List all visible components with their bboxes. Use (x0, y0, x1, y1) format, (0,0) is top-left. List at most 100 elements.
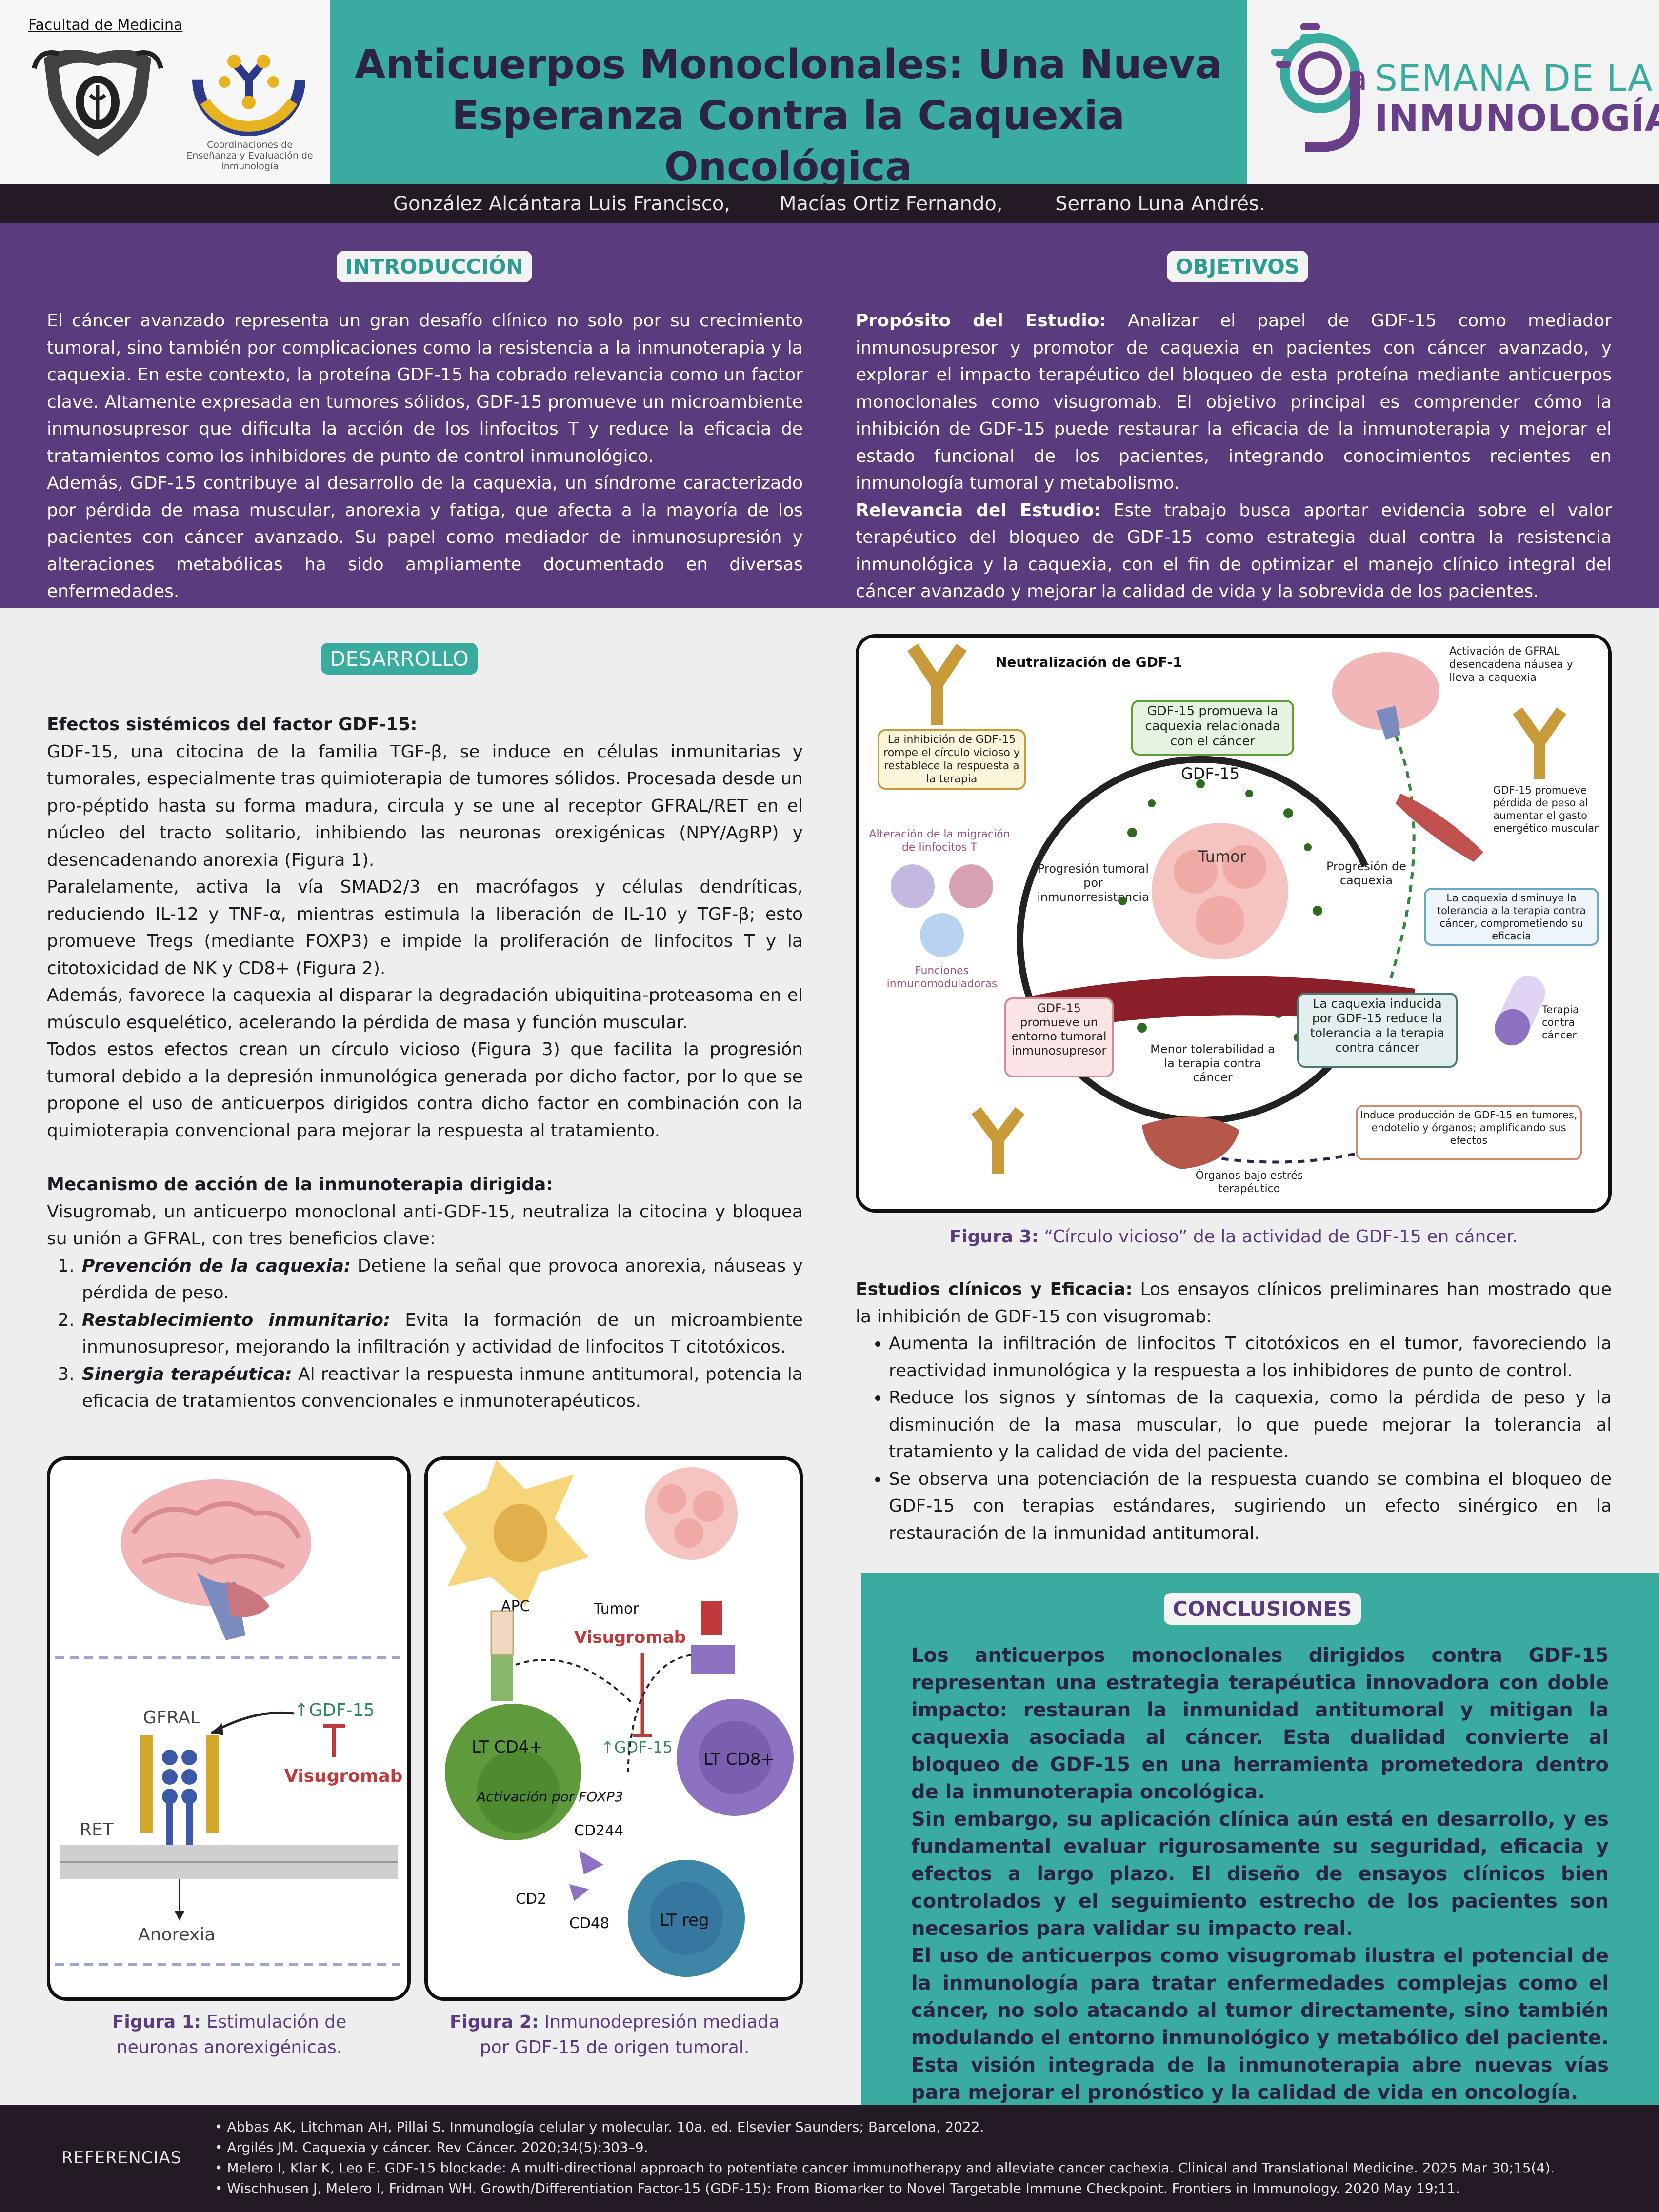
development-text: Efectos sistémicos del factor GDF-15: GD… (47, 711, 803, 1415)
logo-area: Facultad de Medicina Coordinaciones de E… (0, 0, 330, 184)
foxp3-label: Activación por FOXP3 (476, 1789, 623, 1805)
tumor-label: Tumor (593, 1600, 639, 1617)
figure-3-illustration: Neutralización de GDF-1 La inhibición de… (869, 643, 1599, 1195)
authors-bar: González Alcántara Luis Francisco, Macía… (0, 184, 1659, 223)
coordination-caption: Coordinaciones de Enseñanza y Evaluación… (186, 139, 313, 172)
treg-label: LT reg (660, 1911, 709, 1930)
objectives-label-2: Relevancia del Estudio: (856, 500, 1101, 520)
figure-2-caption: Figura 2: Inmunodepresión mediada por GD… (449, 2012, 780, 2057)
objectives-paragraph-2: Este trabajo busca aportar evidencia sob… (856, 500, 1612, 602)
tumor-icon (1152, 823, 1288, 959)
reference-item: Argilés JM. Caquexia y cáncer. Rev Cánce… (215, 2137, 1629, 2158)
clinical-finding-item: Aumenta la infiltración de linfocitos T … (889, 1330, 1612, 1384)
tumor-progression-note: Progresión tumoral por inmunorresistenci… (1037, 862, 1149, 904)
figure-3: Neutralización de GDF-1 La inhibición de… (856, 634, 1612, 1213)
development-paragraph-3: Además, favorece la caquexia al disparar… (47, 985, 803, 1033)
antibody-icon (971, 1107, 1025, 1174)
cachexia-progression-note: Progresión de caquexia (1326, 859, 1407, 887)
objectives-heading: OBJETIVOS (1167, 251, 1309, 282)
lt-cd8-cell-icon (677, 1699, 794, 1816)
clinical-studies-label: Estudios clínicos y Eficacia: (856, 1279, 1133, 1299)
reference-item: Wischhusen J, Melero I, Fridman WH. Grow… (215, 2178, 1629, 2199)
poster-header: Facultad de Medicina Coordinaciones de E… (0, 0, 1659, 190)
figure-3-caption: Figura 3: “Círculo vicioso” de la activi… (949, 1227, 1518, 1247)
brain-icon (121, 1479, 311, 1640)
unam-crest-logo (32, 50, 163, 156)
clinical-studies-list: Aumenta la infiltración de linfocitos T … (889, 1330, 1612, 1547)
lower-tolerability-note: Menor tolerabilidad a la terapia contra … (1150, 1042, 1275, 1084)
figure-1-illustration: GFRAL ↑GDF-15 Visugromab RET Anorexia (55, 1479, 402, 1966)
benefit-item: Prevención de la caquexia: Detiene la se… (80, 1253, 803, 1307)
gdf15-label: ↑GDF-15 (294, 1700, 375, 1720)
tumor-label: Tumor (1198, 847, 1247, 866)
objectives-paragraph-1: Analizar el papel de GDF-15 como mediado… (856, 311, 1612, 493)
clinical-studies-intro: Los ensayos clínicos preliminares han mo… (856, 1279, 1612, 1327)
tumor-icon (645, 1467, 738, 1560)
references-footer: REFERENCIAS Abbas AK, Litchman AH, Pilla… (0, 2105, 1659, 2212)
conclusions-paragraph-2: Sin embargo, su aplicación clínica aún e… (911, 1808, 1609, 1940)
brain-icon (1332, 652, 1439, 740)
coordination-logo (192, 23, 305, 136)
gdf15-label: GDF-15 (1181, 764, 1239, 783)
cd8-label: LT CD8+ (703, 1750, 775, 1769)
cd48-label: CD48 (569, 1915, 609, 1932)
author-2: Macías Ortiz Fernando, (780, 193, 1003, 215)
figure-2-illustration: APC Tumor Visugromab ↑GDF-15 LT CD4+ Act… (442, 1460, 794, 1977)
development-subheading-1: Efectos sistémicos del factor GDF-15: (47, 715, 418, 735)
faculty-label: Facultad de Medicina (28, 17, 183, 34)
benefit-item: Sinergia terapéutica: Al reactivar la re… (80, 1361, 803, 1415)
development-paragraph-2: Paralelamente, activa la vía SMAD2/3 en … (47, 877, 803, 978)
neutralization-label: Neutralización de GDF-1 (996, 654, 1182, 670)
lt-reg-cell-icon (628, 1860, 745, 1977)
clinical-finding-item: Se observa una potenciación de la respue… (889, 1466, 1612, 1547)
title-line-1: Anticuerpos Monoclonales: Una Nueva (354, 41, 1222, 88)
figure-1-caption: Figura 1: Estimulación de neuronas anore… (112, 2012, 347, 2057)
cachexia-promotion-note: GDF-15 promueva la caquexia relacionada … (1145, 704, 1280, 749)
poster-title: Anticuerpos Monoclonales: Una Nueva Espe… (330, 39, 1247, 193)
development-subheading-2: Mecanismo de acción de la inmunoterapia … (47, 1175, 553, 1195)
cd4-label: LT CD4+ (472, 1737, 543, 1757)
benefit-item: Restablecimiento inmunitario: Evita la f… (80, 1307, 803, 1361)
conclusions-text: Los anticuerpos monoclonales dirigidos c… (911, 1642, 1609, 2106)
induced-cachexia-note: La caquexia inducida por GDF-15 reduce l… (1310, 996, 1445, 1055)
conclusions-heading: CONCLUSIONES (1164, 1593, 1361, 1625)
organs-stress-note: Órganos bajo estrés terapéutico (1195, 1170, 1303, 1195)
lt-cd4-cell-icon (445, 1704, 581, 1840)
development-heading: DESARROLLO (321, 643, 478, 675)
benefits-list: Prevención de la caquexia: Detiene la se… (80, 1253, 803, 1415)
pill-capsule-icon (1495, 976, 1545, 1046)
figure-2: APC Tumor Visugromab ↑GDF-15 LT CD4+ Act… (424, 1456, 803, 2001)
development-paragraph-4: Todos estos efectos crean un círculo vic… (47, 1039, 803, 1141)
inhibition-note: La inhibición de GDF-15 rompe el círculo… (883, 734, 1020, 785)
clinical-studies-section: Estudios clínicos y Eficacia: Los ensayo… (856, 1276, 1612, 1547)
gdf15-production-note: Induce producción de GDF-15 en tumores, … (1360, 1109, 1578, 1146)
conclusions-paragraph-3: El uso de anticuerpos como visugromab il… (911, 1945, 1609, 2104)
tolerance-note: La caquexia disminuye la tolerancia a la… (1437, 892, 1586, 942)
reference-item: Melero I, Klar K, Leo E. GDF-15 blockade… (215, 2158, 1629, 2178)
muscle-icon (1396, 794, 1483, 862)
references-list: Abbas AK, Litchman AH, Pillai S. Inmunol… (215, 2117, 1629, 2199)
migration-note: Alteración de la migración de linfocitos… (869, 828, 1010, 854)
title-line-2: Esperanza Contra la Caquexia Oncológica (452, 93, 1125, 190)
anorexia-label: Anorexia (138, 1925, 215, 1945)
immunomodulatory-note: Funciones inmunomoduladoras (886, 965, 998, 990)
intro-objectives-band: INTRODUCCIÓN El cáncer avanzado represen… (0, 223, 1659, 608)
antibody-icon (907, 643, 967, 725)
event-line-1: SEMANA DE LA (1375, 58, 1653, 100)
references-label: REFERENCIAS (61, 2148, 182, 2168)
weight-loss-note: GDF-15 promueve pérdida de peso al aumen… (1493, 784, 1599, 834)
conclusions-paragraph-1: Los anticuerpos monoclonales dirigidos c… (911, 1644, 1609, 1803)
event-number-suffix: a (1347, 59, 1368, 99)
semana-nine-logo (1271, 23, 1360, 152)
therapy-note: Terapia contra cáncer (1542, 1004, 1579, 1041)
intro-heading: INTRODUCCIÓN (337, 251, 532, 282)
gfral-receptor-icon (140, 1735, 219, 1855)
reference-item: Abbas AK, Litchman AH, Pillai S. Inmunol… (215, 2117, 1629, 2137)
liver-icon (1142, 1116, 1239, 1169)
ret-label: RET (80, 1820, 114, 1840)
objectives-text: Propósito del Estudio: Analizar el papel… (856, 307, 1612, 605)
gfral-activation-note: Activación de GFRAL desencadena náusea y… (1449, 645, 1573, 684)
visugromab-label: Visugromab (284, 1766, 402, 1786)
visugromab-label: Visugromab (574, 1628, 686, 1647)
cd2-label: CD2 (516, 1891, 546, 1908)
